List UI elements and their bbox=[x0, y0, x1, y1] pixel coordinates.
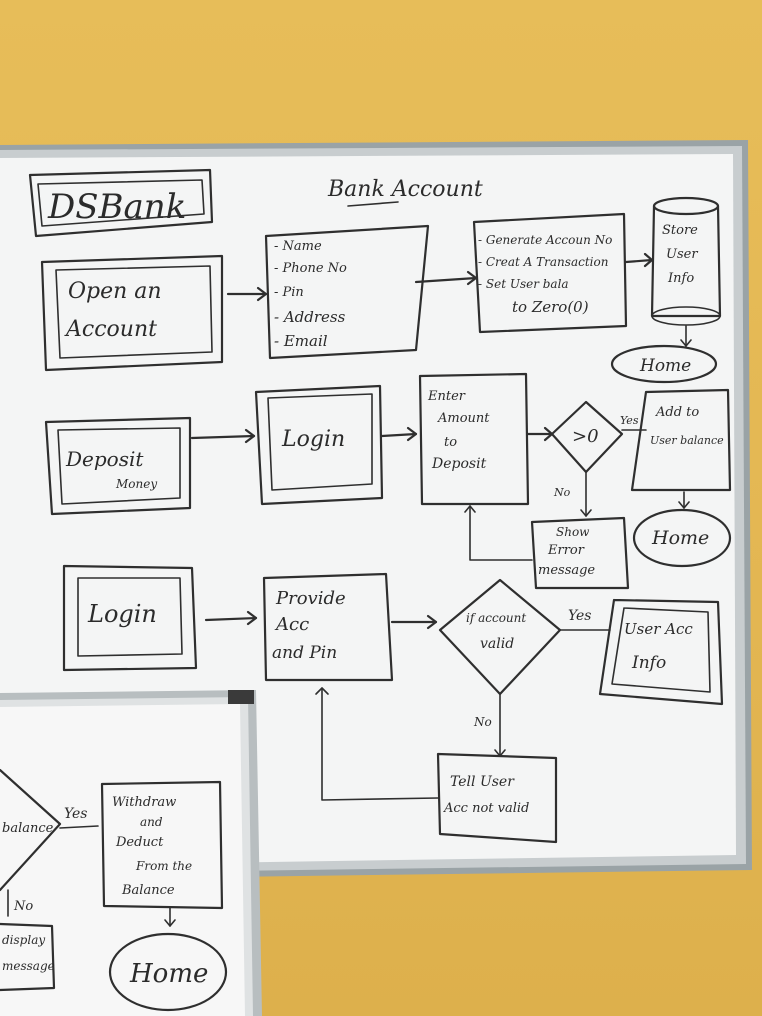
process-line2: - Creat A Transaction bbox=[478, 255, 608, 269]
enter-line3: to bbox=[444, 435, 457, 450]
process-line4: to Zero(0) bbox=[512, 298, 589, 316]
display-line1: display bbox=[2, 933, 45, 947]
field-phone: - Phone No bbox=[274, 261, 347, 276]
error-line3: message bbox=[538, 563, 595, 578]
home-2: Home bbox=[651, 527, 709, 549]
valid-line1: if account bbox=[466, 611, 526, 625]
error-line1: Show bbox=[556, 525, 590, 539]
deposit-line1: Deposit bbox=[65, 447, 144, 471]
add-line2: User balance bbox=[650, 434, 724, 447]
board-title: Bank Account bbox=[327, 177, 483, 202]
process-line3: - Set User bala bbox=[478, 277, 569, 291]
store-line2: User bbox=[666, 247, 698, 262]
enter-line1: Enter bbox=[427, 389, 466, 404]
title-area: DSBank Bank Account bbox=[28, 168, 483, 238]
row-open-account: Open an Account - Name - Phone No - Pin … bbox=[40, 196, 722, 384]
row-deposit: Deposit Money Login Enter Amount to Depo… bbox=[44, 372, 732, 590]
field-address: - Address bbox=[274, 308, 346, 326]
frame-corner-clip bbox=[228, 690, 254, 704]
small-decision: balance bbox=[2, 821, 54, 836]
row-login: Login Provide Acc and Pin if account val… bbox=[62, 564, 724, 844]
small-no: No bbox=[13, 899, 33, 914]
open-account-line2: Account bbox=[64, 317, 157, 342]
yes-login: Yes bbox=[568, 608, 592, 624]
login-main: Login bbox=[87, 600, 157, 628]
withdraw-line5: Balance bbox=[121, 883, 175, 898]
add-line1: Add to bbox=[655, 405, 699, 420]
deposit-line2: Money bbox=[115, 477, 157, 491]
small-board-ink: balance Yes Withdraw and Deduct From the… bbox=[0, 768, 228, 1012]
decision-gt0: >0 bbox=[572, 426, 599, 447]
process-line1: - Generate Accoun No bbox=[478, 233, 612, 247]
open-account-line1: Open an bbox=[68, 279, 162, 304]
field-pin: - Pin bbox=[274, 285, 304, 300]
store-line3: Info bbox=[667, 271, 694, 286]
error-line2: Error bbox=[547, 543, 585, 558]
display-line2: message bbox=[2, 959, 55, 973]
yes-deposit: Yes bbox=[620, 414, 639, 427]
enter-line4: Deposit bbox=[431, 456, 487, 472]
withdraw-line1: Withdraw bbox=[112, 795, 176, 810]
small-yes: Yes bbox=[64, 806, 88, 822]
info-line1: User Acc bbox=[624, 620, 693, 638]
tell-line1: Tell User bbox=[450, 774, 515, 790]
no-login: No bbox=[473, 715, 492, 729]
home-1: Home bbox=[639, 356, 691, 376]
logo-text: DSBank bbox=[47, 187, 186, 227]
valid-line2: valid bbox=[480, 636, 514, 652]
store-line1: Store bbox=[662, 223, 698, 238]
provide-line2: Acc bbox=[274, 614, 309, 635]
small-home: Home bbox=[129, 959, 208, 989]
enter-line2: Amount bbox=[437, 411, 490, 426]
login-deposit: Login bbox=[281, 427, 345, 452]
field-email: - Email bbox=[274, 332, 328, 350]
withdraw-line4: From the bbox=[135, 859, 192, 873]
withdraw-line3: Deduct bbox=[115, 835, 164, 850]
info-line2: Info bbox=[631, 653, 666, 673]
provide-line1: Provide bbox=[275, 588, 346, 609]
tell-line2: Acc not valid bbox=[443, 801, 529, 816]
provide-line3: and Pin bbox=[272, 643, 337, 663]
withdraw-line2: and bbox=[140, 815, 163, 829]
no-deposit: No bbox=[553, 486, 571, 499]
field-name: - Name bbox=[274, 239, 322, 254]
